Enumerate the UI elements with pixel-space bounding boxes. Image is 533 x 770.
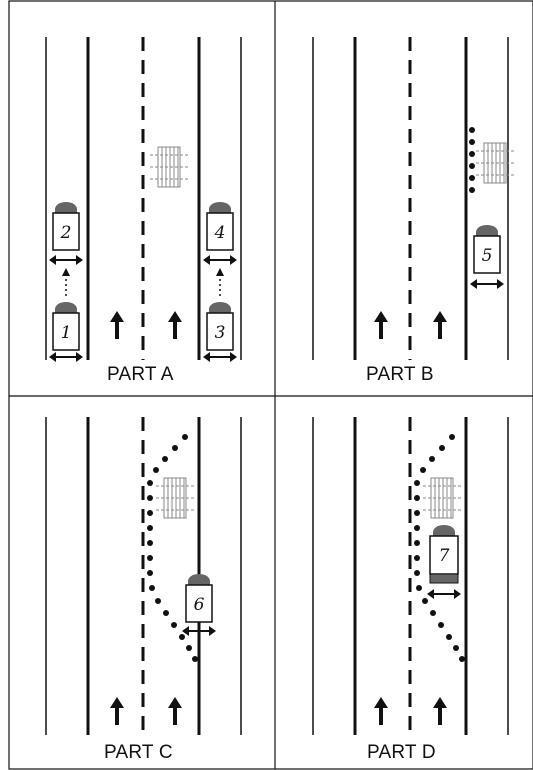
panel-part-c: 6: [45, 417, 242, 735]
part-c-label: PART C: [104, 742, 173, 763]
vehicle-6: 6: [181, 574, 217, 637]
traffic-direction-arrow-icon: [166, 695, 184, 727]
vehicle-3: 3: [202, 302, 238, 363]
vehicle-4: 4: [202, 202, 238, 266]
part-d-label: PART D: [367, 742, 436, 763]
vehicle-7: 7: [426, 525, 462, 600]
double-arrow-icon: [202, 351, 238, 363]
panel-part-b: 5: [312, 37, 515, 360]
traffic-direction-arrow-icon: [431, 695, 449, 727]
vehicle-5: 5: [469, 225, 505, 290]
vehicle-number: 7: [439, 546, 450, 566]
vehicle-number: 2: [60, 223, 72, 243]
traffic-direction-arrow-icon: [108, 309, 126, 341]
traffic-direction-arrow-icon: [372, 695, 390, 727]
traffic-direction-arrow-icon: [108, 695, 126, 727]
barrier-icon: [155, 477, 195, 519]
vehicle-number: 3: [215, 323, 226, 343]
double-arrow-icon: [48, 351, 84, 363]
panel-grid: [8, 0, 533, 770]
lane-lines: [45, 37, 242, 360]
vehicle-1: 1: [48, 302, 84, 363]
traffic-direction-arrow-icon: [166, 309, 184, 341]
part-a-label: PART A: [107, 364, 174, 385]
channelizer-dots: [414, 434, 465, 662]
vehicle-number: 6: [194, 595, 205, 615]
channelizer-dots: [147, 434, 198, 662]
dotted-follow-arrow: [62, 268, 70, 296]
dotted-follow-arrow: [216, 268, 224, 296]
vehicle-number: 1: [61, 323, 72, 343]
vehicle-number: 5: [482, 246, 493, 266]
barrier-icon: [422, 477, 462, 519]
part-b-label: PART B: [366, 364, 434, 385]
double-arrow-icon: [469, 278, 505, 290]
double-arrow-icon: [426, 588, 462, 600]
double-arrow-icon: [48, 254, 84, 266]
barrier-icon: [149, 146, 189, 188]
panel-part-d: 7: [312, 417, 509, 735]
double-arrow-icon: [202, 254, 238, 266]
vehicle-number: 4: [214, 223, 226, 243]
traffic-direction-arrow-icon: [372, 309, 390, 341]
traffic-direction-arrow-icon: [431, 309, 449, 341]
vehicle-2: 2: [48, 202, 84, 266]
channelizer-dots: [469, 127, 475, 193]
panel-part-a: 2 1 4 3: [45, 37, 242, 363]
